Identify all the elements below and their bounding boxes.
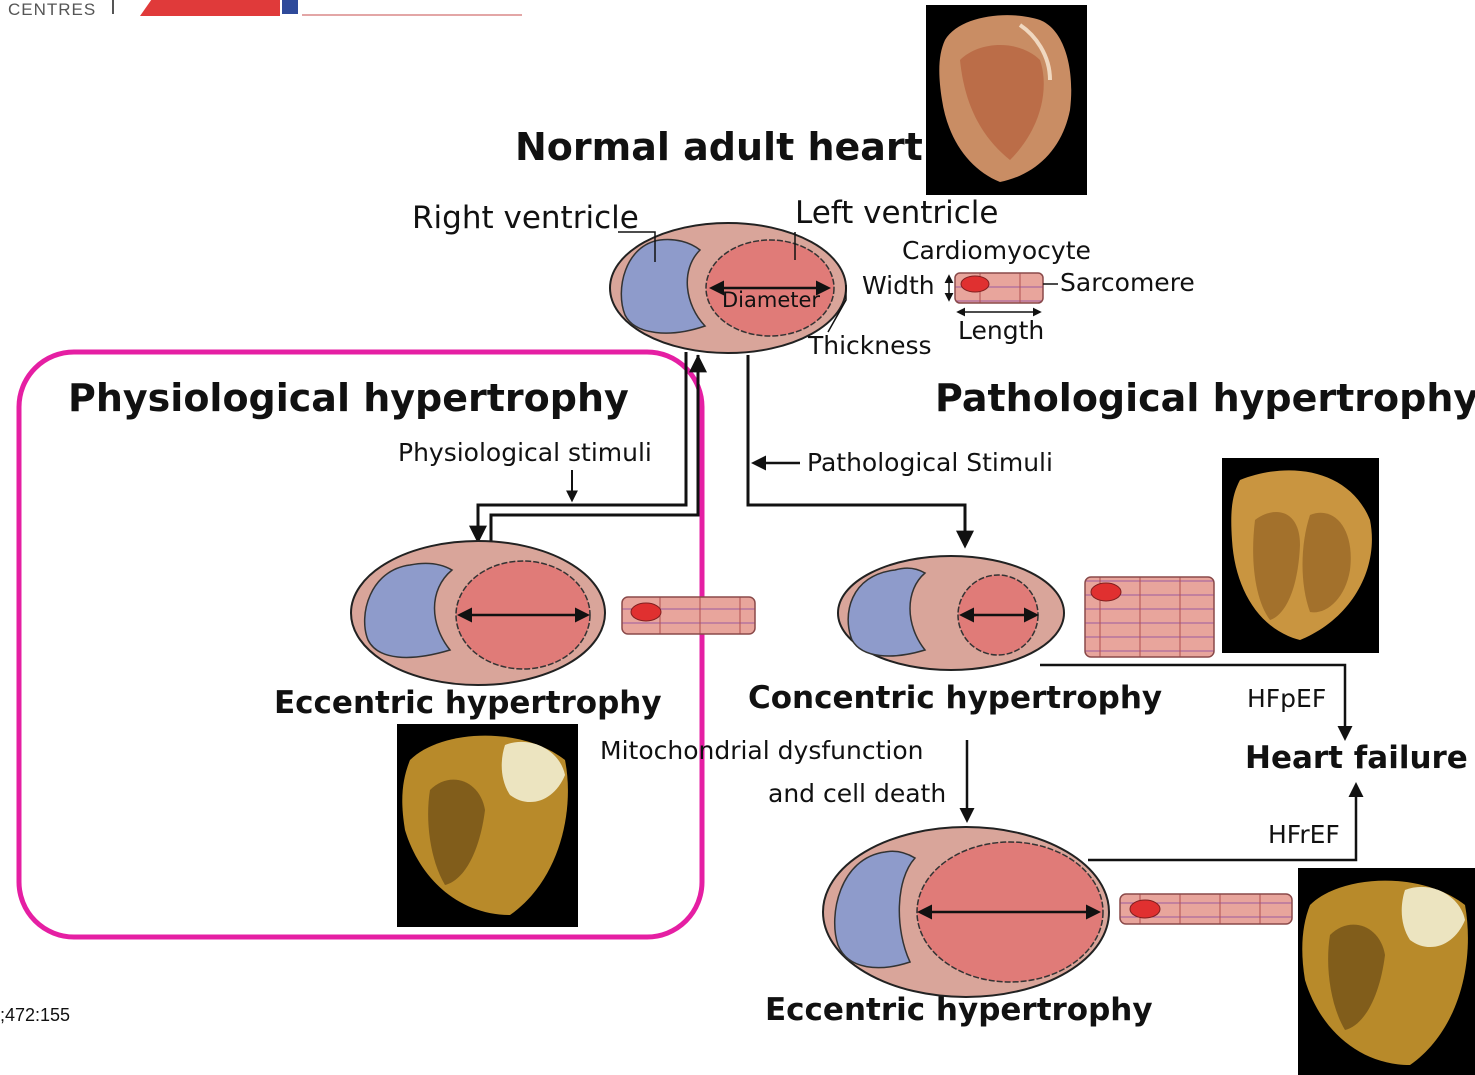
hfpef-label: HFpEF [1247, 684, 1326, 713]
concentric-cardiomyocyte [1085, 577, 1214, 657]
diameter-label: Diameter [722, 288, 820, 312]
eccentric-physiological-label: Eccentric hypertrophy [274, 685, 662, 721]
eccentric-pathological-cross-section [823, 827, 1109, 997]
width-label: Width [862, 271, 935, 300]
pathological-eccentric-heart-photo [1298, 868, 1475, 1075]
eccentric-pathological-cardiomyocyte [1120, 894, 1292, 924]
eccentric-pathological-label: Eccentric hypertrophy [765, 992, 1153, 1028]
heart-failure-label: Heart failure [1245, 740, 1468, 776]
physiological-stimuli-label: Physiological stimuli [398, 438, 652, 467]
normal-heart-photo [926, 5, 1087, 195]
normal-cardiomyocyte [949, 273, 1058, 312]
hfref-label: HFrEF [1268, 820, 1340, 849]
concentric-heart-photo [1222, 458, 1379, 653]
physiological-eccentric-heart-photo [397, 724, 578, 927]
citation-text: ;472:155 [0, 1005, 70, 1026]
cardiomyocyte-label: Cardiomyocyte [902, 236, 1091, 265]
length-label: Length [958, 316, 1044, 345]
pathological-title: Pathological hypertrophy [935, 376, 1475, 420]
sarcomere-label: Sarcomere [1060, 268, 1195, 297]
concentric-label: Concentric hypertrophy [748, 680, 1162, 716]
eccentric-physiological-cross-section [351, 541, 605, 685]
mitochondrial-line2: and cell death [768, 779, 946, 808]
pathological-stimuli-label: Pathological Stimuli [807, 448, 1053, 477]
physiological-title: Physiological hypertrophy [68, 376, 629, 420]
concentric-cross-section [838, 556, 1064, 670]
mitochondrial-line1: Mitochondrial dysfunction [600, 736, 923, 765]
normal-heart-title: Normal adult heart [515, 125, 923, 169]
eccentric-physiological-cardiomyocyte [622, 597, 755, 634]
right-ventricle-label: Right ventricle [412, 200, 639, 236]
thickness-label: Thickness [808, 331, 932, 360]
left-ventricle-label: Left ventricle [795, 195, 998, 231]
